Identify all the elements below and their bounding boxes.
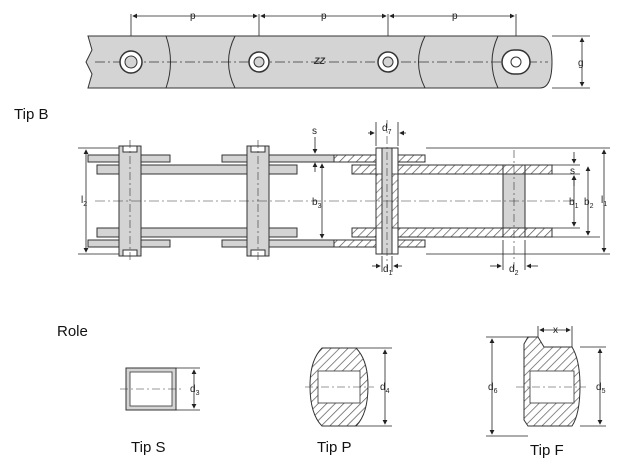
pin-4 bbox=[501, 49, 531, 75]
roller-tip-s: d3 bbox=[120, 367, 200, 411]
section-view: l2 bbox=[78, 120, 610, 277]
height-label: g bbox=[578, 58, 584, 69]
d7-label: d7 bbox=[382, 123, 392, 136]
pitch-label-2: p bbox=[321, 11, 327, 22]
d7-dimension bbox=[368, 122, 406, 146]
inner-plate-top-left bbox=[96, 164, 298, 175]
pitch-dimensions bbox=[130, 13, 517, 48]
d2-dimension bbox=[490, 240, 538, 270]
roller-tip-p: d4 bbox=[305, 347, 392, 427]
heading-tip-b: Tip B bbox=[14, 106, 48, 123]
x-label: x bbox=[553, 325, 558, 336]
pitch-label-1: p bbox=[190, 11, 196, 22]
pin-3 bbox=[377, 51, 399, 73]
roller-tip-f: x d6 d5 bbox=[486, 325, 606, 437]
cut-plate-bottom-inner bbox=[351, 227, 553, 238]
d2-label: d2 bbox=[509, 264, 519, 277]
cut-plate-top-inner bbox=[351, 164, 553, 175]
d6-label: d6 bbox=[488, 382, 498, 395]
heading-tip-s: Tip S bbox=[131, 439, 165, 456]
b3-label: b3 bbox=[312, 197, 322, 210]
outer-plate-bottom-mid bbox=[221, 239, 335, 248]
d1-label: d1 bbox=[383, 264, 393, 277]
d4-label: d4 bbox=[380, 382, 390, 395]
height-dimension bbox=[552, 35, 590, 89]
heading-tip-p: Tip P bbox=[317, 439, 351, 456]
d5-label: d5 bbox=[596, 382, 606, 395]
pin-2 bbox=[248, 51, 270, 73]
b2-label: b2 bbox=[584, 197, 594, 210]
s-label-right: s bbox=[570, 166, 575, 177]
inner-plate-bottom-left bbox=[96, 227, 298, 238]
l2-dimension bbox=[78, 147, 120, 255]
heading-role: Role bbox=[57, 323, 88, 340]
pin-1 bbox=[119, 50, 143, 74]
right-dimensions bbox=[426, 147, 610, 255]
top-view: p p p ZZ g bbox=[85, 11, 590, 89]
l1-label: l1 bbox=[601, 195, 607, 208]
pitch-label-3: p bbox=[452, 11, 458, 22]
manufacturer-stamp: ZZ bbox=[313, 56, 325, 66]
l2-label: l2 bbox=[81, 195, 87, 208]
d3-label: d3 bbox=[190, 384, 200, 397]
heading-tip-f: Tip F bbox=[530, 442, 564, 459]
outer-plate-top-mid bbox=[221, 154, 335, 163]
s-label-left: s bbox=[312, 126, 317, 137]
b1-label: b1 bbox=[569, 197, 579, 210]
d1-dimension bbox=[372, 256, 402, 272]
